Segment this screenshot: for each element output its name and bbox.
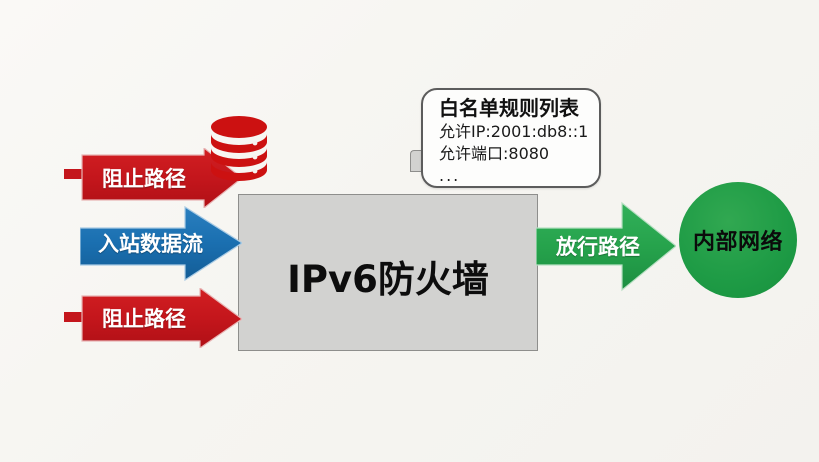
arrow-block-path-bottom: 阻止路径 <box>64 286 244 350</box>
internal-network-node: 内部网络 <box>679 182 797 298</box>
whitelist-rules-callout: 白名单规则列表 允许IP:2001:db8::1 允许端口:8080 ... <box>421 88 601 188</box>
whitelist-rule-port: 允许端口:8080 <box>439 144 550 163</box>
internal-network-label: 内部网络 <box>692 230 783 255</box>
arrow-allow-path: 放行路径 <box>535 199 677 293</box>
whitelist-more-indicator: ... <box>439 166 461 185</box>
database-icon-shape <box>211 116 267 181</box>
whitelist-rule-ip: 允许IP:2001:db8::1 <box>439 122 589 141</box>
whitelist-title: 白名单规则列表 <box>439 96 579 120</box>
firewall-box: IPv6防火墙 <box>238 194 538 351</box>
arrow-block-bottom-shape <box>64 286 244 350</box>
database-icon <box>210 114 268 188</box>
arrow-block-top-shape <box>64 146 243 210</box>
arrow-allow-shape <box>535 201 677 292</box>
arrow-inbound-shape <box>79 205 244 282</box>
arrow-inbound-traffic: 入站数据流 <box>79 203 244 283</box>
firewall-label: IPv6防火墙 <box>287 257 489 301</box>
